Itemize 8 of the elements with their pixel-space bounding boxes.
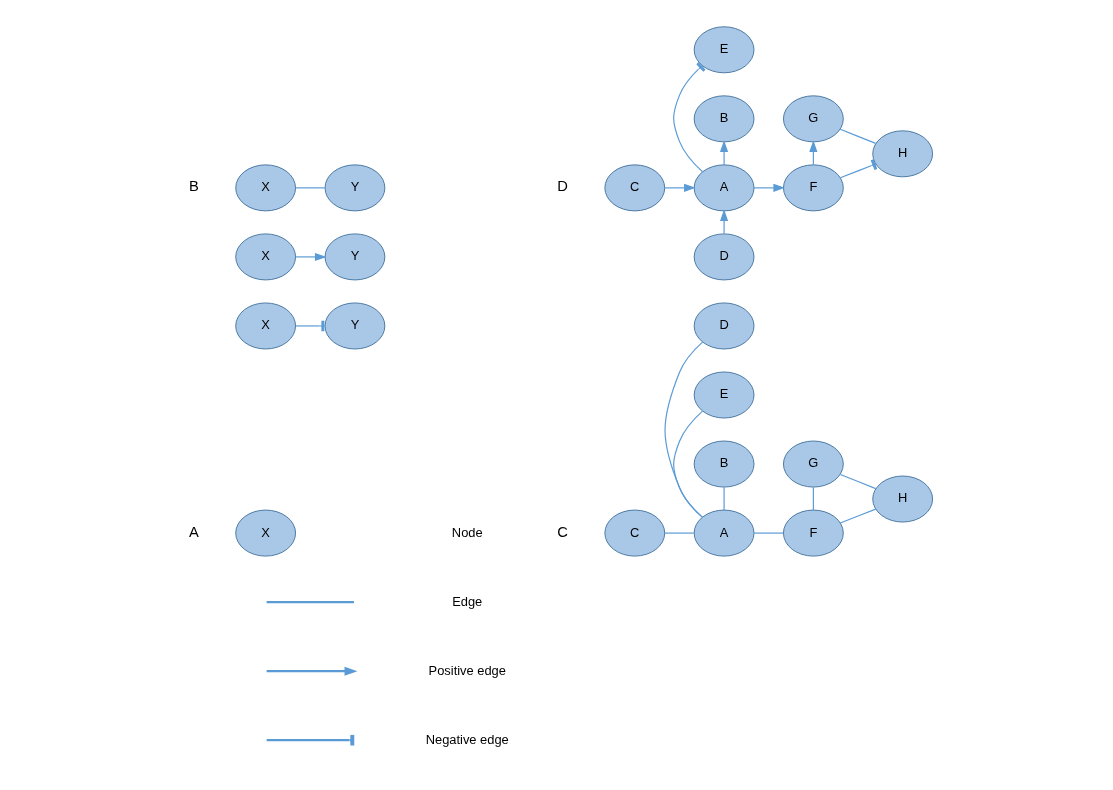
label: B bbox=[188, 178, 199, 195]
legend-label: Node bbox=[451, 524, 483, 540]
label: D bbox=[556, 178, 568, 195]
legend-label: Negative edge bbox=[425, 731, 509, 747]
legend-label: Positive edge bbox=[428, 662, 506, 678]
label: C bbox=[556, 523, 568, 540]
legend-label: Edge bbox=[451, 593, 482, 609]
label: A bbox=[188, 523, 199, 540]
